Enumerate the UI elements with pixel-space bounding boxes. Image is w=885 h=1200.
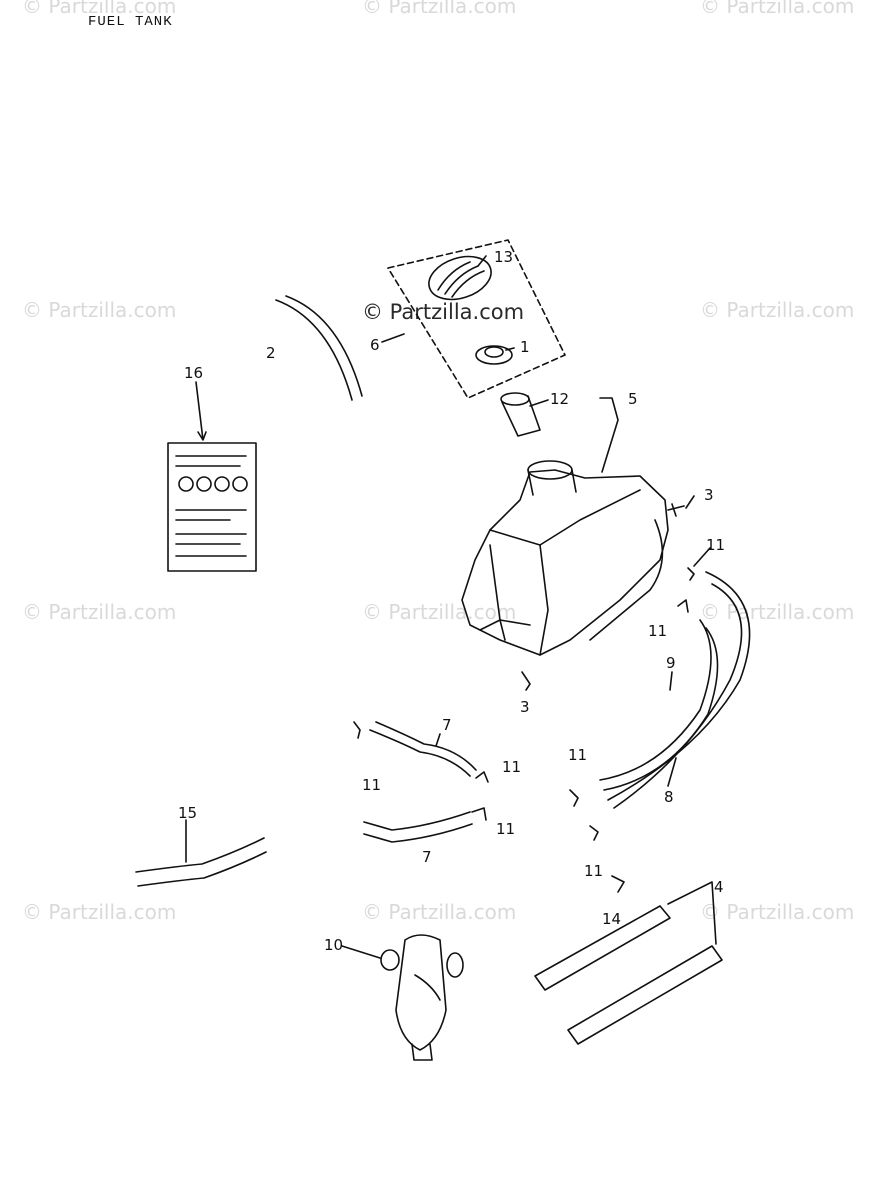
callout-11: 11 [568, 746, 587, 764]
callout-15: 15 [178, 804, 197, 822]
gasket-part-1 [475, 345, 513, 365]
strip-part-4b [567, 945, 723, 1045]
callout-8: 8 [664, 788, 674, 806]
callout-7: 7 [442, 716, 452, 734]
fuel-cock-part-10 [380, 934, 464, 1061]
filler-neck-part-12 [500, 392, 541, 437]
watermark: © Partzilla.com [362, 900, 517, 924]
hose-part-7b [363, 811, 473, 843]
watermark: © Partzilla.com [700, 298, 855, 322]
callout-12: 12 [550, 390, 569, 408]
callout-11: 11 [362, 776, 381, 794]
watermark: © Partzilla.com [22, 0, 177, 18]
callout-11: 11 [706, 536, 725, 554]
strip-part-4 [534, 905, 671, 991]
watermark: © Partzilla.com [22, 298, 177, 322]
callout-3: 3 [520, 698, 530, 716]
watermark: © Partzilla.com [362, 0, 517, 18]
callout-6: 6 [370, 336, 380, 354]
clip-part-11 [687, 567, 695, 581]
hose-part-9 [599, 619, 719, 791]
callout-2: 2 [266, 344, 276, 362]
callout-3: 3 [704, 486, 714, 504]
clip-part-11 [353, 721, 361, 739]
cap-assembly-box [387, 239, 566, 399]
diagram-title: FUEL TANK [88, 14, 173, 30]
watermark: © Partzilla.com [22, 600, 177, 624]
watermark: © Partzilla.com [700, 0, 855, 18]
bolt-part-3b [521, 671, 531, 691]
watermark: © Partzilla.com [362, 600, 517, 624]
watermark: © Partzilla.com [22, 900, 177, 924]
watermark: © Partzilla.com [700, 600, 855, 624]
callout-5: 5 [628, 390, 638, 408]
callout-4: 4 [714, 878, 724, 896]
callout-11: 11 [584, 862, 603, 880]
clip-part-11 [471, 807, 487, 821]
warning-label-part-16 [167, 442, 257, 572]
callout-14: 14 [602, 910, 621, 928]
hose-part-15 [135, 837, 267, 887]
callout-9: 9 [666, 654, 676, 672]
clip-part-11 [589, 825, 599, 841]
callout-10: 10 [324, 936, 343, 954]
callout-13: 13 [494, 248, 513, 266]
clip-part-11 [677, 599, 689, 613]
fuel-cap-part-13 [428, 255, 492, 301]
callout-7: 7 [422, 848, 432, 866]
callout-11: 11 [502, 758, 521, 776]
fuel-tank-part-5 [461, 460, 669, 656]
bolt-part-3 [667, 503, 685, 517]
clip-part-11 [569, 789, 579, 807]
callout-1: 1 [520, 338, 530, 356]
callout-16: 16 [184, 364, 203, 382]
watermark-center: © Partzilla.com [362, 300, 525, 324]
clip-part-11 [475, 771, 489, 783]
callout-11: 11 [648, 622, 667, 640]
clip-part-14 [611, 875, 625, 893]
callout-11: 11 [496, 820, 515, 838]
watermark: © Partzilla.com [700, 900, 855, 924]
hose-part-7 [369, 721, 477, 777]
hose-part-2 [275, 295, 363, 401]
